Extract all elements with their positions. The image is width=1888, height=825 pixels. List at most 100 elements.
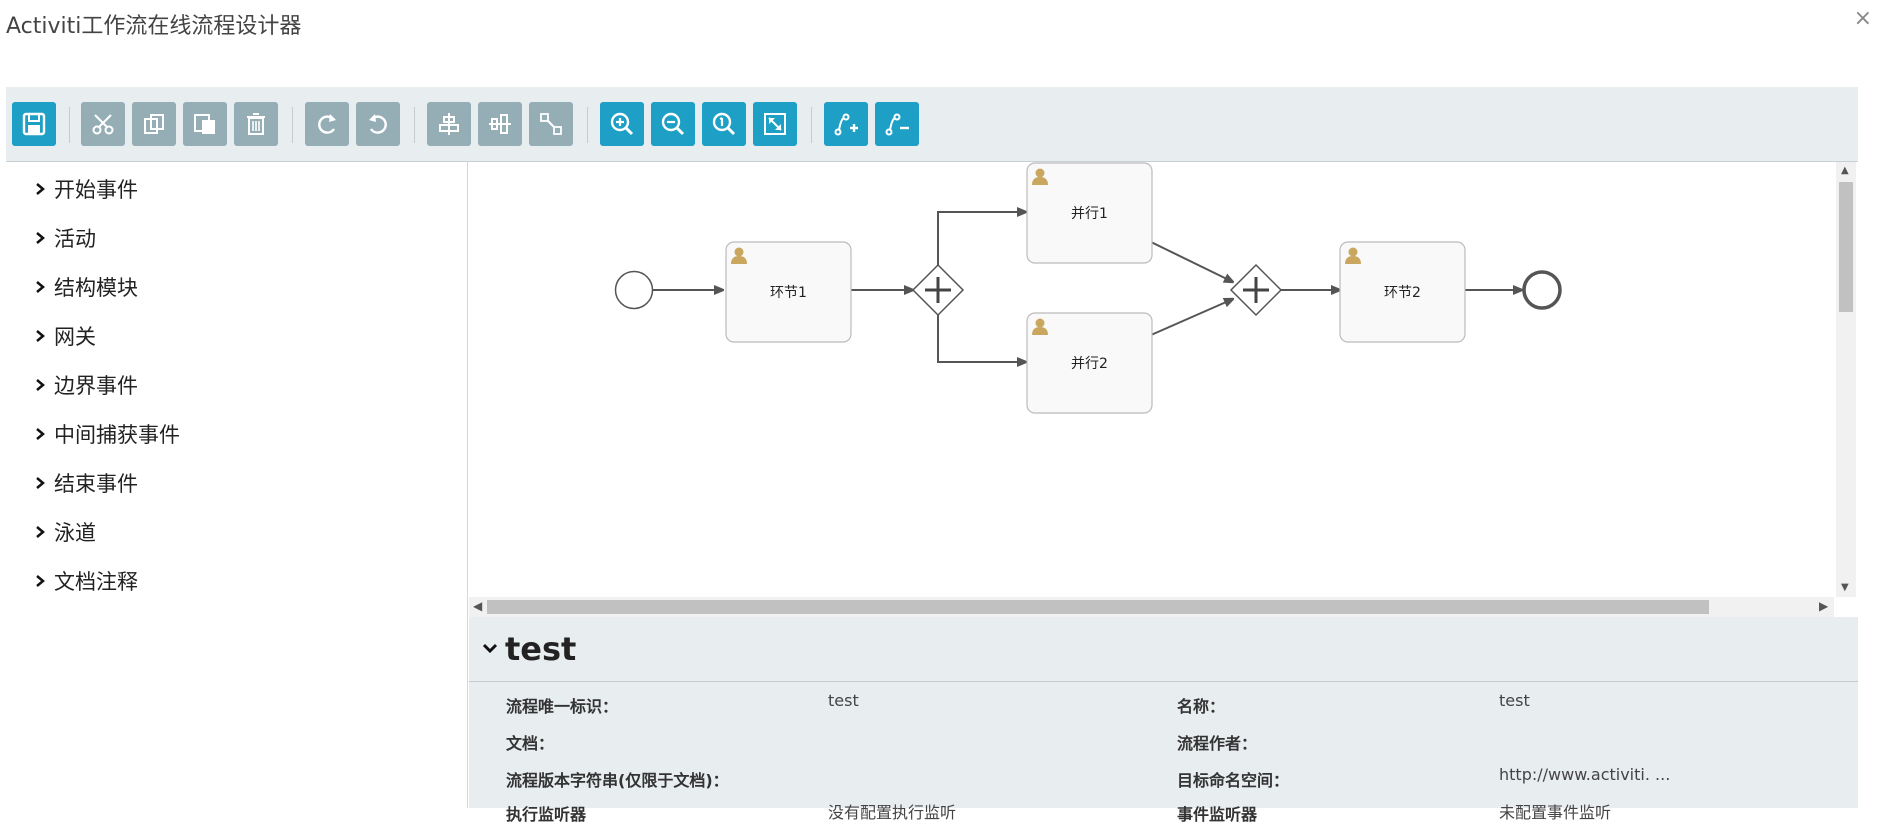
scrollbar-thumb[interactable] bbox=[487, 600, 1709, 614]
palette-group-swimlanes[interactable]: 泳道 bbox=[34, 517, 96, 547]
prop-label: 流程版本字符串(仅限于文档)： bbox=[506, 771, 729, 790]
start-event[interactable] bbox=[614, 270, 654, 310]
prop-label: 流程作者： bbox=[1177, 734, 1258, 753]
canvas-area: 环节1 并行1 并行2 bbox=[469, 162, 1858, 617]
zoom-fit-button[interactable] bbox=[753, 102, 797, 146]
scroll-right-icon[interactable]: ▶ bbox=[1819, 599, 1829, 613]
task-node[interactable]: 并行2 bbox=[1026, 312, 1153, 414]
save-icon bbox=[22, 112, 46, 136]
chevron-right-icon bbox=[34, 177, 48, 201]
plus-icon bbox=[925, 277, 951, 303]
prop-value[interactable]: 未配置事件监听 bbox=[1499, 803, 1612, 822]
chevron-right-icon bbox=[34, 226, 48, 250]
vertical-scrollbar[interactable]: ▲ ▼ bbox=[1836, 162, 1856, 597]
toolbar-separator bbox=[811, 107, 812, 143]
toolbar-separator bbox=[414, 107, 415, 143]
close-button[interactable]: × bbox=[1853, 6, 1872, 31]
chevron-down-icon bbox=[481, 640, 501, 659]
chevron-right-icon bbox=[34, 569, 48, 593]
align-vertical-button[interactable] bbox=[478, 102, 522, 146]
scrollbar-thumb[interactable] bbox=[1839, 182, 1853, 312]
copy-icon bbox=[144, 114, 164, 134]
task-node[interactable]: 环节2 bbox=[1339, 241, 1466, 343]
scroll-up-icon[interactable]: ▲ bbox=[1841, 165, 1849, 176]
delete-button[interactable] bbox=[234, 102, 278, 146]
copy-button[interactable] bbox=[132, 102, 176, 146]
save-button[interactable] bbox=[12, 102, 56, 146]
palette-group-label: 开始事件 bbox=[54, 178, 138, 202]
palette-group-label: 活动 bbox=[54, 227, 96, 251]
horizontal-scrollbar[interactable]: ◀ ▶ bbox=[469, 597, 1834, 617]
end-event[interactable] bbox=[1522, 270, 1562, 310]
align-horizontal-button[interactable] bbox=[427, 102, 471, 146]
shape-palette: 开始事件 活动 结构模块 网关 边界事件 中间捕获事件 结束事件 泳道 文档注释 bbox=[6, 162, 468, 808]
flow-parallel1-to-join[interactable] bbox=[1150, 241, 1233, 282]
cut-button[interactable] bbox=[81, 102, 125, 146]
prop-value[interactable]: test bbox=[1499, 691, 1530, 710]
zoom-out-icon bbox=[661, 112, 685, 136]
bpmn-canvas[interactable]: 环节1 并行1 并行2 bbox=[469, 162, 1834, 597]
dialog-title: Activiti工作流在线流程设计器 bbox=[6, 14, 302, 39]
remove-bendpoint-button[interactable] bbox=[875, 102, 919, 146]
properties-title: test bbox=[505, 630, 577, 668]
zoom-in-icon bbox=[610, 112, 634, 136]
zoom-in-button[interactable] bbox=[600, 102, 644, 146]
zoom-out-button[interactable] bbox=[651, 102, 695, 146]
sequence-flows bbox=[653, 212, 1522, 362]
prop-value[interactable]: http://www.activiti. ... bbox=[1499, 765, 1671, 784]
flow-parallel2-to-join[interactable] bbox=[1150, 299, 1233, 336]
palette-group-activities[interactable]: 活动 bbox=[34, 223, 96, 253]
palette-group-label: 结束事件 bbox=[54, 472, 138, 496]
palette-group-intermediate-catch-events[interactable]: 中间捕获事件 bbox=[34, 419, 180, 449]
task-node[interactable]: 环节1 bbox=[725, 241, 852, 343]
palette-group-boundary-events[interactable]: 边界事件 bbox=[34, 370, 138, 400]
scroll-left-icon[interactable]: ◀ bbox=[473, 599, 483, 613]
undo-button[interactable] bbox=[356, 102, 400, 146]
prop-value[interactable]: 没有配置执行监听 bbox=[828, 803, 957, 822]
chevron-right-icon bbox=[34, 471, 48, 495]
palette-group-annotations[interactable]: 文档注释 bbox=[34, 566, 138, 596]
palette-group-label: 边界事件 bbox=[54, 374, 138, 398]
prop-label: 名称： bbox=[1177, 697, 1226, 716]
toolbar-separator bbox=[69, 107, 70, 143]
dialog-header: Activiti工作流在线流程设计器 × bbox=[0, 0, 1888, 87]
flow-fork-to-parallel1[interactable] bbox=[937, 212, 1026, 265]
toolbar-separator bbox=[587, 107, 588, 143]
palette-group-start-events[interactable]: 开始事件 bbox=[34, 174, 138, 204]
flow-fork-to-parallel2[interactable] bbox=[937, 315, 1026, 362]
palette-group-label: 文档注释 bbox=[54, 570, 138, 594]
undo-icon bbox=[369, 114, 387, 134]
add-bendpoint-button[interactable] bbox=[824, 102, 868, 146]
parallel-gateway-join[interactable] bbox=[1229, 263, 1283, 317]
add-bendpoint-icon bbox=[834, 113, 858, 136]
task-label: 环节1 bbox=[770, 285, 807, 301]
task-node[interactable]: 并行1 bbox=[1026, 162, 1153, 264]
scroll-down-icon[interactable]: ▼ bbox=[1841, 582, 1849, 593]
zoom-fit-icon bbox=[764, 113, 786, 135]
palette-group-label: 结构模块 bbox=[54, 276, 138, 300]
palette-group-gateways[interactable]: 网关 bbox=[34, 321, 96, 351]
task-label: 并行2 bbox=[1071, 356, 1108, 372]
zoom-actual-button[interactable] bbox=[702, 102, 746, 146]
properties-header[interactable]: test bbox=[469, 617, 1858, 682]
prop-label: 文档： bbox=[506, 734, 555, 753]
zoom-actual-icon bbox=[712, 112, 736, 136]
prop-value[interactable]: test bbox=[828, 691, 859, 710]
chevron-right-icon bbox=[34, 373, 48, 397]
palette-group-label: 泳道 bbox=[54, 521, 96, 545]
toolbar-separator bbox=[292, 107, 293, 143]
prop-label: 事件监听器 bbox=[1177, 805, 1258, 824]
chevron-right-icon bbox=[34, 422, 48, 446]
parallel-gateway-fork[interactable] bbox=[911, 263, 965, 317]
paste-button[interactable] bbox=[183, 102, 227, 146]
chevron-right-icon bbox=[34, 520, 48, 544]
redo-button[interactable] bbox=[305, 102, 349, 146]
scissors-icon bbox=[92, 114, 114, 135]
palette-group-label: 网关 bbox=[54, 325, 96, 349]
toolbar bbox=[6, 87, 1858, 162]
palette-group-structural[interactable]: 结构模块 bbox=[34, 272, 138, 302]
trash-icon bbox=[247, 113, 265, 135]
prop-label: 执行监听器 bbox=[506, 805, 587, 824]
palette-group-end-events[interactable]: 结束事件 bbox=[34, 468, 138, 498]
same-size-button[interactable] bbox=[529, 102, 573, 146]
